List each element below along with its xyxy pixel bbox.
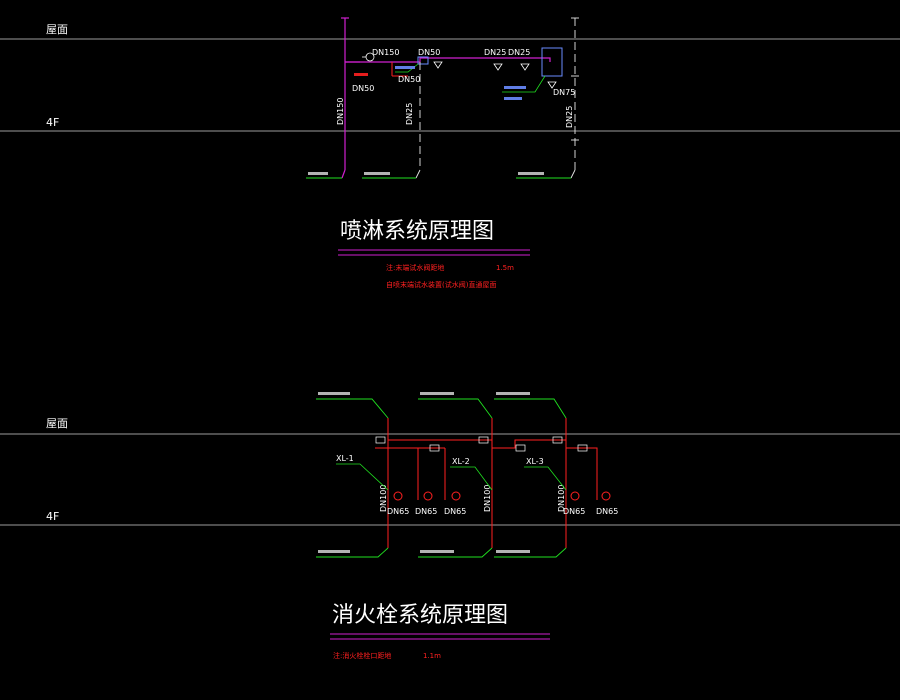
- sprinkler-leader-text-3: [518, 172, 544, 175]
- sprinkler-head-icon: [547, 81, 557, 89]
- hydrant-outlet-dn-1: DN65: [387, 507, 409, 516]
- sprinkler-riser-bottom: [341, 169, 346, 179]
- sprinkler-head-icon: [433, 61, 443, 69]
- sprinkler-head-icon: [493, 63, 503, 71]
- hydrant-leader-bot-1: [316, 547, 389, 558]
- hydrant-riser-dn-3: DN100: [557, 485, 566, 512]
- hydrant-riser-name-2: XL-2: [452, 457, 470, 466]
- hydrant-leader-text-bot-1: [318, 550, 350, 553]
- sprinkler-main-horizontal: [345, 57, 551, 63]
- sprinkler-end-test-box: [541, 47, 563, 77]
- hydrant-valve-icon: [577, 444, 588, 452]
- sprinkler-leader-text-blue-3: [504, 97, 522, 100]
- hydrant-leader-top-3: [494, 398, 567, 419]
- hydrant-riser-leader-3: [524, 466, 567, 491]
- hydrant-note-1: 注:消火栓栓口距地: [333, 651, 391, 660]
- sprinkler-dn50-mid: DN50: [398, 75, 420, 84]
- floor-label-4f-sprinkler: 4F: [46, 116, 59, 129]
- floor-label-4f-hydrant: 4F: [46, 510, 59, 523]
- sprinkler-dn150-riser: DN150: [336, 98, 345, 125]
- hydrant-diagram: 屋面 4F DN65 DN65 DN65 DN65 DN65 D: [0, 392, 900, 660]
- floor-label-roof-hydrant: 屋面: [46, 417, 68, 430]
- hydrant-riser-leader-1: [336, 463, 389, 491]
- hydrant-outlet-dn-5: DN65: [596, 507, 618, 516]
- hydrant-leader-text-bot-2: [420, 550, 454, 553]
- hydrant-riser-dn-1: DN100: [379, 485, 388, 512]
- hydrant-riser-dn-2: DN100: [483, 485, 492, 512]
- sprinkler-dn150-top: DN150: [372, 48, 399, 57]
- hydrant-valve-icon: [478, 436, 489, 444]
- sprinkler-dn25-riser: DN25: [405, 103, 414, 125]
- sprinkler-leader-text-2: [364, 172, 390, 175]
- hydrant-outlet-icon: [601, 491, 611, 501]
- sprinkler-title: 喷淋系统原理图: [340, 219, 494, 244]
- sprinkler-dn50-top: DN50: [418, 48, 440, 57]
- hydrant-outlet-dn-2: DN65: [415, 507, 437, 516]
- floor-label-roof-sprinkler: 屋面: [46, 23, 68, 36]
- sprinkler-diagram: 屋面 4F: [0, 17, 900, 289]
- sprinkler-dn75: DN75: [553, 88, 575, 97]
- sprinkler-dn25-a: DN25: [484, 48, 506, 57]
- hydrant-leader-bot-3: [494, 547, 567, 558]
- hydrant-valve-icon: [552, 436, 563, 444]
- hydrant-outlet-icon: [423, 491, 433, 501]
- sprinkler-dn25-right: DN25: [565, 106, 574, 128]
- sprinkler-riser-2-bottom: [415, 169, 421, 179]
- sprinkler-head-icon: [520, 63, 530, 71]
- sprinkler-note-1: 注:末端试水阀距地: [386, 263, 444, 272]
- sprinkler-note-1-value: 1.5m: [496, 264, 514, 272]
- hydrant-leader-top-2: [418, 398, 493, 419]
- hydrant-outlet-icon: [451, 491, 461, 501]
- hydrant-leader-top-1: [316, 398, 389, 419]
- hydrant-leader-text-top-1: [318, 392, 350, 395]
- hydrant-riser-name-3: XL-3: [526, 457, 544, 466]
- sprinkler-flow-switch: [417, 56, 429, 65]
- hydrant-outlet-dn-3: DN65: [444, 507, 466, 516]
- sprinkler-dn50-red: DN50: [352, 84, 374, 93]
- hydrant-valve-icon: [429, 444, 440, 452]
- hydrant-outlet-icon: [393, 491, 403, 501]
- hydrant-riser-leader-2: [450, 466, 493, 491]
- hydrant-title: 消火栓系统原理图: [332, 603, 508, 628]
- sprinkler-riser-3-bottom: [570, 169, 576, 179]
- hydrant-riser-name-1: XL-1: [336, 454, 354, 463]
- sprinkler-leader-5: [502, 75, 546, 93]
- hydrant-valve-icon: [375, 436, 386, 444]
- hydrant-valve-icon: [515, 444, 526, 452]
- sprinkler-note-2: 自喷末端试水装置(试水阀)直通屋面: [386, 280, 496, 289]
- sprinkler-dn25-b: DN25: [508, 48, 530, 57]
- hydrant-leader-bot-2: [418, 547, 493, 558]
- hydrant-outlets: [393, 491, 611, 501]
- sprinkler-leader-text-red: [354, 73, 368, 76]
- sprinkler-leader-text-blue-1: [395, 66, 415, 69]
- hydrant-leader-text-top-3: [496, 392, 530, 395]
- hydrant-outlet-dn-4: DN65: [563, 507, 585, 516]
- hydrant-note-1-value: 1.1m: [423, 652, 441, 660]
- hydrant-outlet-icon: [570, 491, 580, 501]
- sprinkler-leader-text-1: [308, 172, 328, 175]
- sprinkler-leader-text-blue-2: [504, 86, 526, 89]
- hydrant-leader-text-top-2: [420, 392, 454, 395]
- hydrant-leader-text-bot-3: [496, 550, 530, 553]
